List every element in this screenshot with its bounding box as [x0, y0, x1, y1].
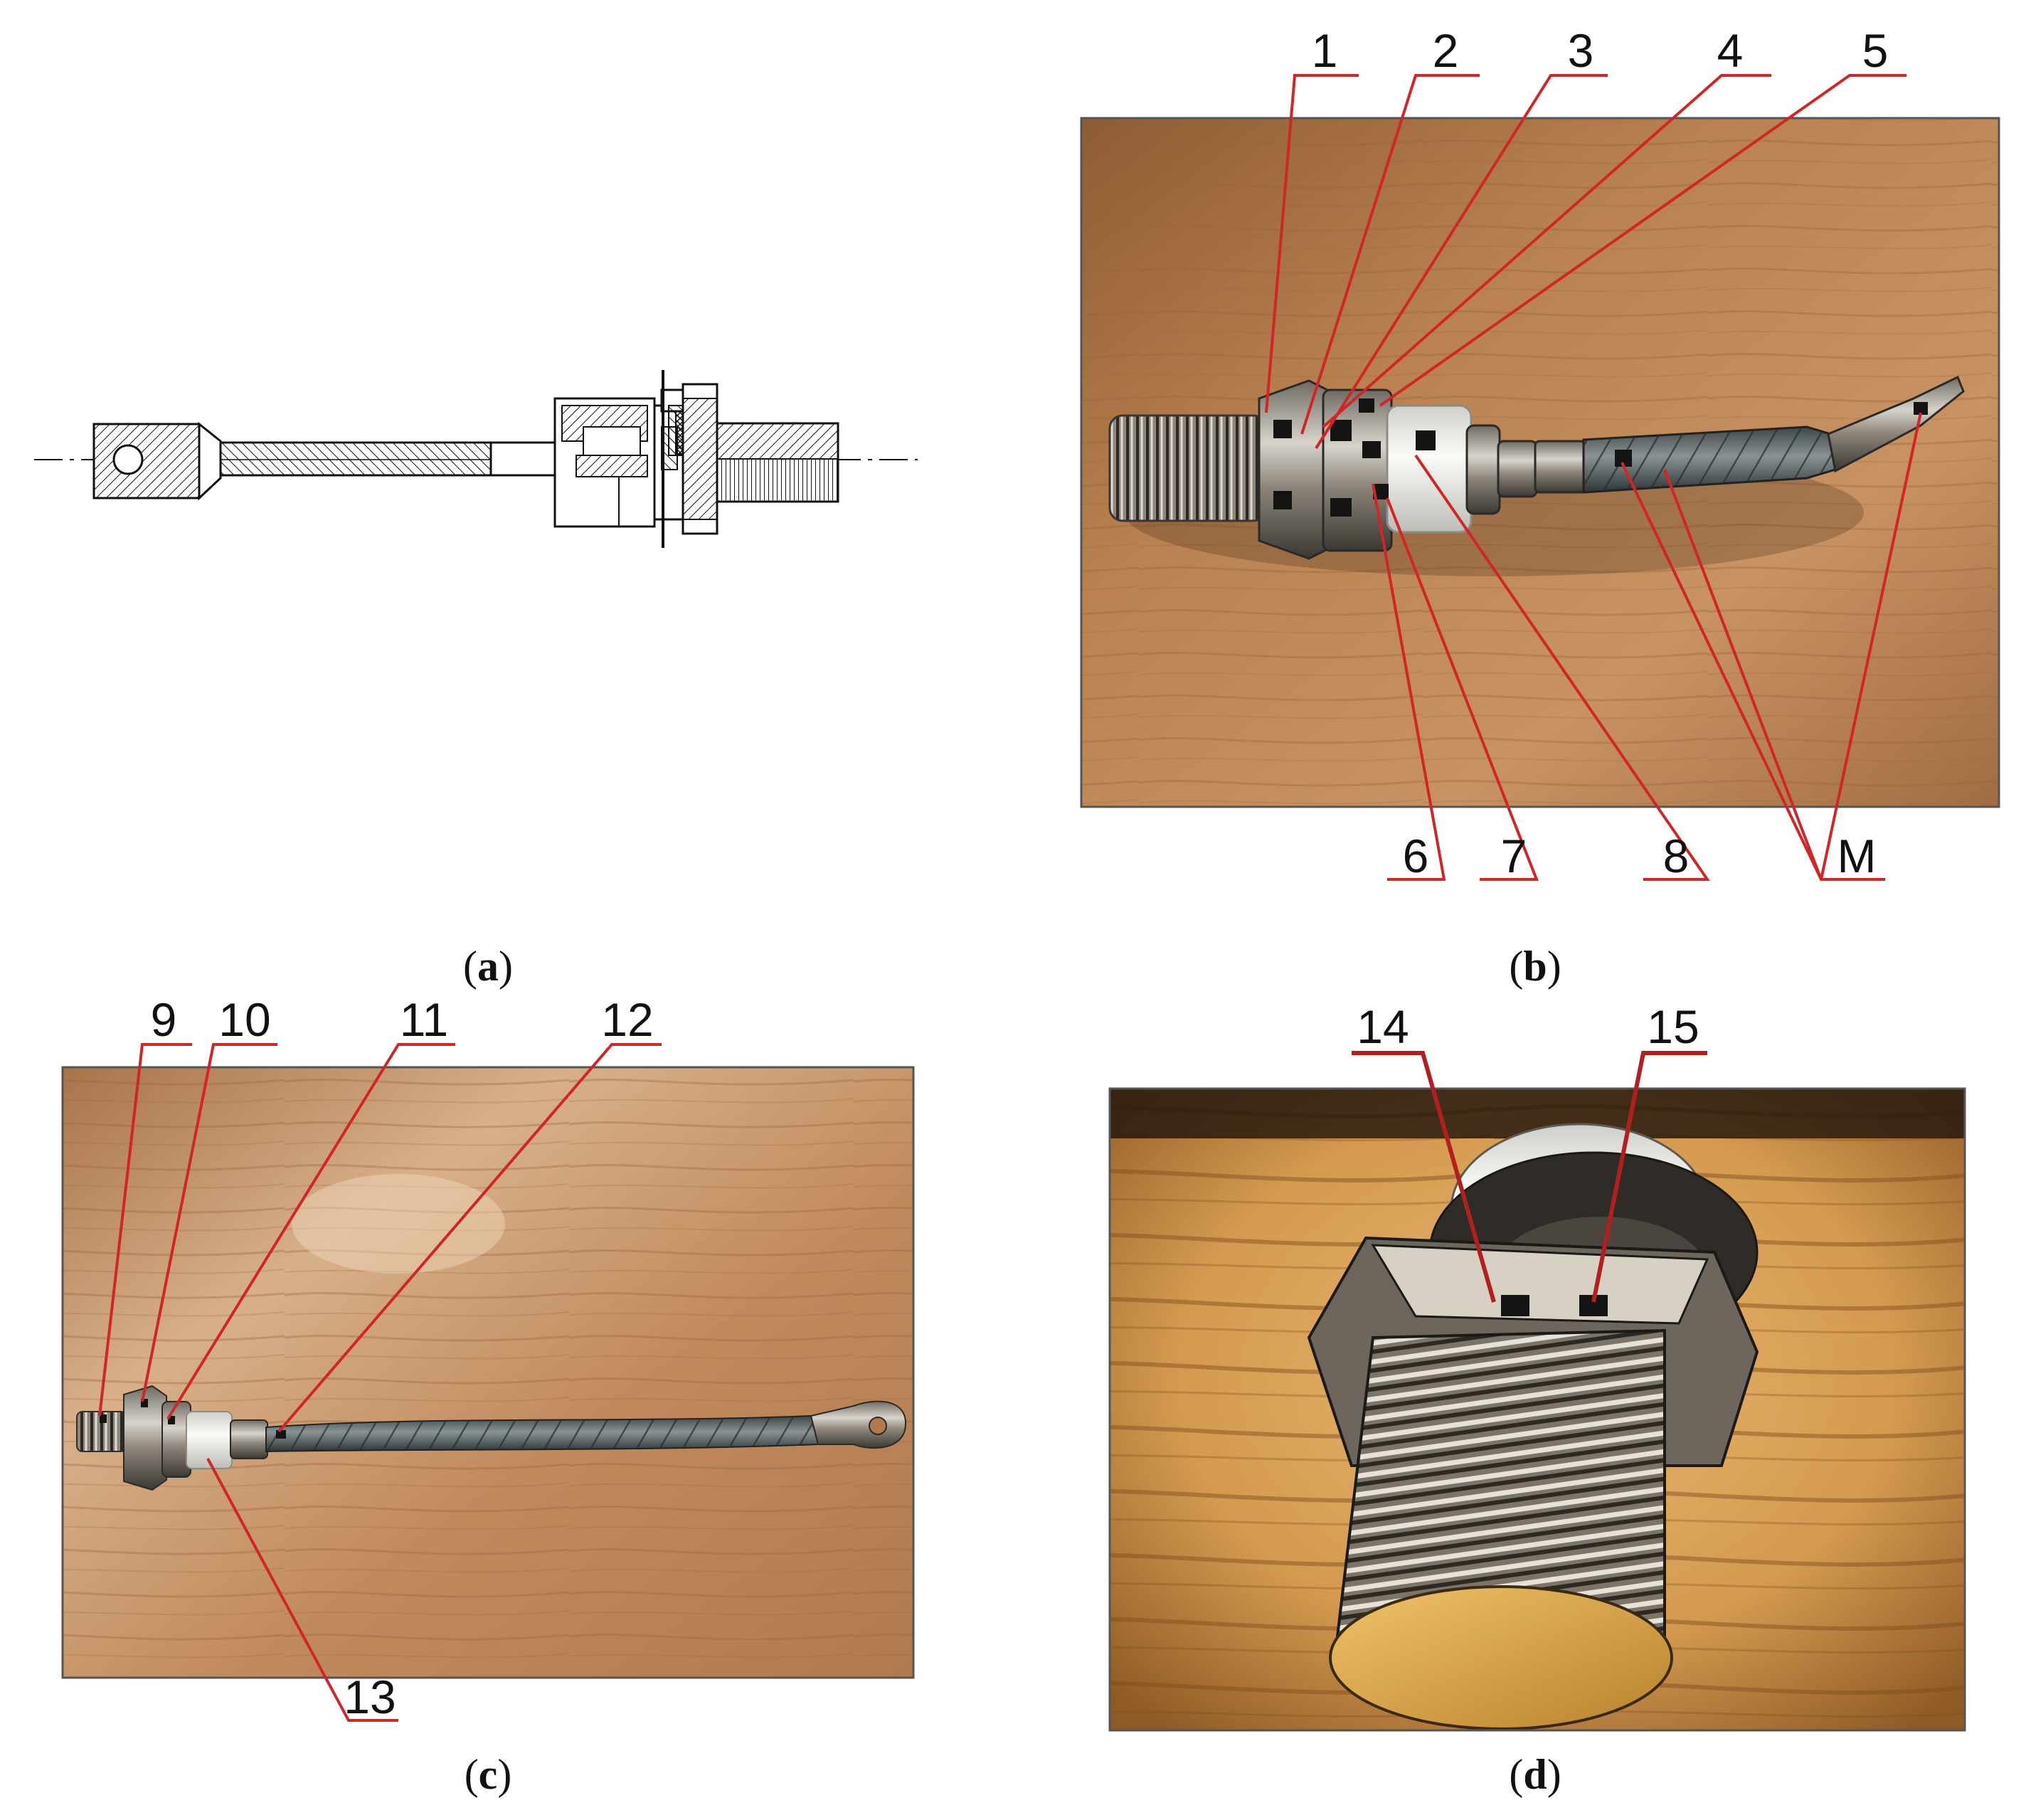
part-label-11: 11	[400, 993, 449, 1046]
part-label-15: 15	[1647, 1000, 1699, 1053]
part-label-M: M	[1837, 830, 1877, 882]
terminal-lug-photo-c	[810, 1400, 907, 1449]
marker-dots-b	[1273, 398, 1928, 517]
caption-b: (b)	[1509, 943, 1561, 990]
leader-lines-b	[1265, 74, 1922, 881]
caption-c: (c)	[465, 1751, 512, 1798]
terminal-lug-photo	[1827, 375, 1965, 473]
lug-hole	[112, 444, 144, 475]
part-label-5: 5	[1862, 24, 1889, 77]
ceramic-body-photo	[1386, 404, 1473, 534]
part-label-3: 3	[1568, 24, 1594, 77]
part-label-1: 1	[1312, 24, 1338, 77]
leader-lines-c	[98, 1043, 662, 1722]
panel-d-photo	[1108, 1087, 1966, 1732]
part-label-6: 6	[1403, 830, 1429, 882]
part-label-8: 8	[1663, 830, 1690, 882]
part-labels-c: 9 10 11 12 13	[151, 993, 654, 1723]
part-label-10: 10	[218, 993, 270, 1046]
leader-lines-d	[1352, 1051, 1707, 1303]
part-label-12: 12	[601, 993, 653, 1046]
part-label-9: 9	[151, 993, 177, 1046]
part-label-14: 14	[1357, 1000, 1409, 1053]
part-labels-d: 14 15	[1357, 1000, 1699, 1053]
panel-b-photo	[1080, 117, 2000, 808]
part-label-4: 4	[1717, 24, 1744, 77]
stud-end-face	[1329, 1585, 1673, 1730]
hex-nut-photo-c	[123, 1385, 167, 1491]
marker-dots-c	[100, 1399, 286, 1439]
threaded-stud-photo	[1108, 414, 1268, 522]
panel-c-photo	[61, 1066, 915, 1679]
part-label-13: 13	[344, 1671, 396, 1723]
part-label-2: 2	[1433, 24, 1459, 77]
caption-d: (d)	[1509, 1751, 1561, 1798]
panel-a-section-drawing	[34, 370, 918, 548]
part-label-7: 7	[1501, 830, 1527, 882]
part-labels-b: 1 2 3 4 5 6 7 8 M	[1312, 24, 1889, 882]
caption-a: (a)	[463, 943, 513, 990]
